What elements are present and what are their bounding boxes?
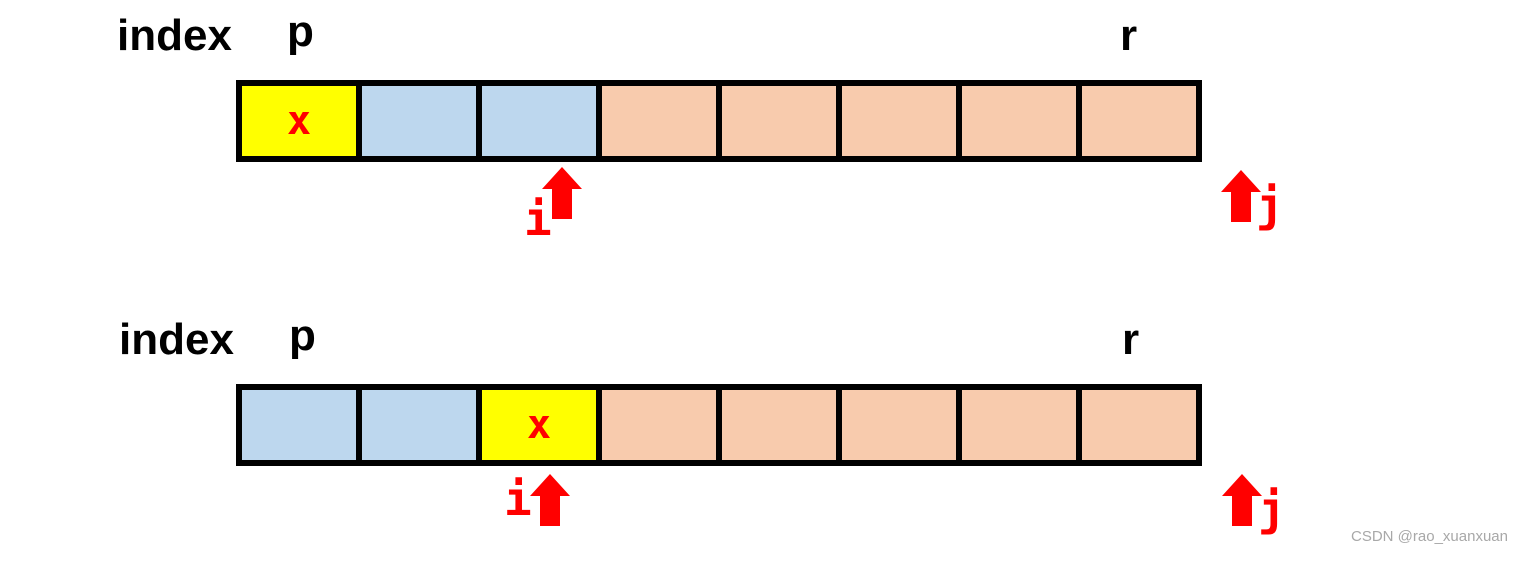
array-cell [842,86,956,156]
array-cell [482,86,596,156]
pointer-j-label: j [1258,482,1286,536]
array-cell [242,390,356,460]
array-cell [602,390,716,460]
array-cell: x [242,86,356,156]
up-arrow-icon [542,167,582,219]
array-cell [362,390,476,460]
array-cell [842,390,956,460]
array-cell [362,86,476,156]
array-state-1: index p r x i j [0,0,1522,270]
index-label: index [117,11,232,60]
up-arrow-icon [1221,170,1261,222]
p-label: p [287,7,314,56]
pointer-j-label: j [1256,178,1284,232]
array-state-2: index p r x i j [0,304,1522,574]
array-row: x [236,384,1202,466]
up-arrow-icon [1222,474,1262,526]
r-label: r [1122,315,1140,364]
r-label: r [1120,11,1138,60]
array-cell [722,390,836,460]
pointer-i-label: i [524,192,552,246]
array-cell [962,86,1076,156]
array-cell [1082,86,1196,156]
array-cell [602,86,716,156]
index-label: index [119,315,234,364]
array-cell [722,86,836,156]
p-label: p [289,311,316,360]
pointer-i-label: i [504,472,532,526]
watermark-text: CSDN @rao_xuanxuan [1351,528,1508,545]
array-cell [962,390,1076,460]
array-cell [1082,390,1196,460]
array-row: x [236,80,1202,162]
up-arrow-icon [530,474,570,526]
array-cell: x [482,390,596,460]
